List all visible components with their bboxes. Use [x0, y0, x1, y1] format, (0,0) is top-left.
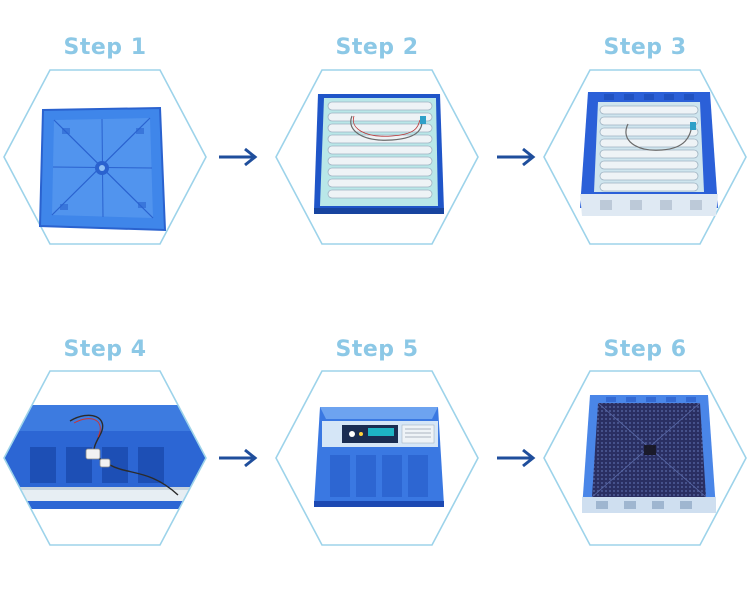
arrow-right-icon: [219, 448, 258, 468]
step-3-hexagon-frame: [540, 68, 750, 246]
arrow-right-icon: [497, 147, 536, 167]
step-6-title: Step 6: [603, 337, 687, 362]
step-1-title: Step 1: [63, 35, 147, 60]
step-4-hexagon-frame: [0, 369, 210, 547]
step-6-image: [543, 370, 747, 546]
step-2-hexagon-frame: [272, 68, 482, 246]
step-1-image: [3, 69, 207, 245]
step-5-image: [275, 370, 479, 546]
step-6-hexagon-frame: [540, 369, 750, 547]
step-2-title: Step 2: [335, 35, 419, 60]
step-2-image: [275, 69, 479, 245]
step-5-hexagon-frame: [272, 369, 482, 547]
step-4-title: Step 4: [63, 337, 147, 362]
step-3-image: [543, 69, 747, 245]
arrow-right-icon: [497, 448, 536, 468]
step-5-title: Step 5: [335, 337, 419, 362]
arrow-right-icon: [219, 147, 258, 167]
step-1-hexagon-frame: [0, 68, 210, 246]
step-4-image: [3, 370, 207, 546]
step-3-title: Step 3: [603, 35, 687, 60]
